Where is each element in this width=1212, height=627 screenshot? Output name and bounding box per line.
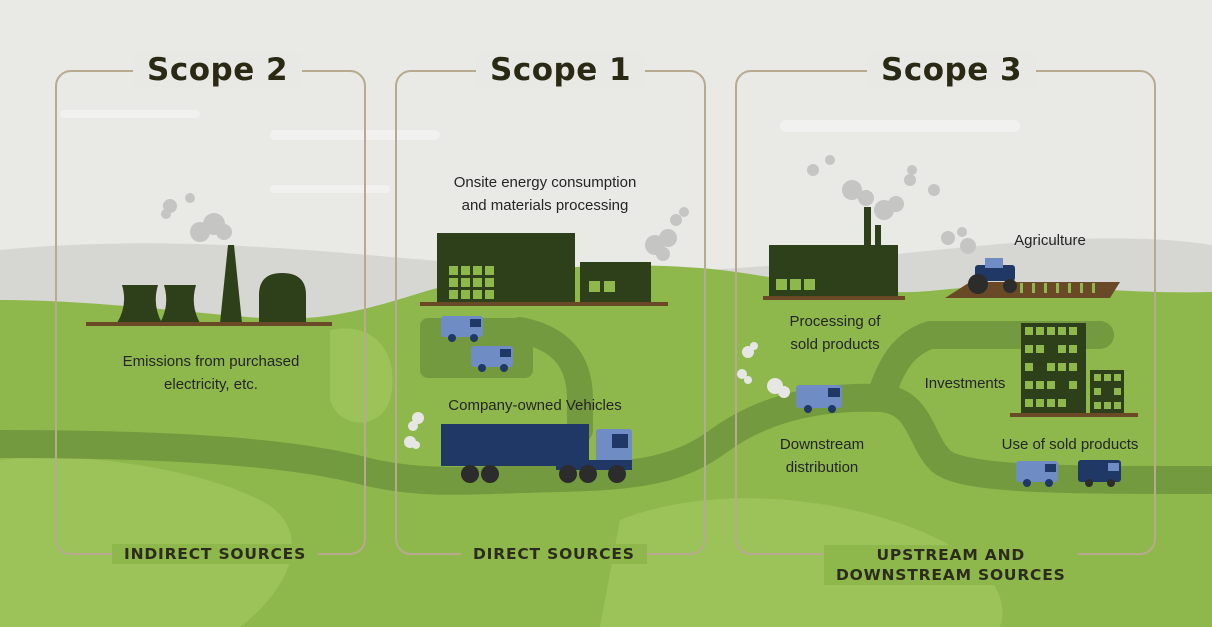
factory-windows [449, 266, 615, 299]
ground-line [420, 302, 668, 306]
smoke-icon [941, 227, 976, 254]
scope-2-title: Scope 2 [133, 52, 303, 88]
label-onsite: Onsite energy consumption and materials … [430, 171, 660, 217]
van-icon [796, 385, 842, 413]
ground-line [1010, 413, 1138, 417]
label-processing: Processing of sold products [770, 310, 900, 356]
scope-3-source-line-2: DOWNSTREAM SOURCES [836, 566, 1066, 584]
smoke-icon [645, 207, 689, 261]
scope-1-title: Scope 1 [476, 52, 646, 88]
van-icon [441, 316, 483, 342]
scope-2-source-label: INDIRECT SOURCES [112, 544, 319, 564]
label-distribution-line-2: distribution [785, 459, 859, 476]
chimney-icon [875, 225, 881, 247]
scope-1-source-label: DIRECT SOURCES [461, 544, 647, 564]
scope-3-title: Scope 3 [867, 52, 1037, 88]
label-electricity-line-2: electricity, etc. [164, 376, 258, 393]
chimney-icon [220, 245, 242, 323]
scope-1-panel [395, 70, 706, 555]
label-onsite-line-1: Onsite energy consumption [453, 174, 637, 191]
factory-icon [437, 233, 575, 304]
smoke-icon [807, 155, 940, 220]
crop-field-icon [1020, 283, 1095, 293]
label-onsite-line-2: and materials processing [461, 197, 629, 214]
label-use: Use of sold products [1001, 436, 1139, 453]
agriculture [941, 227, 1120, 298]
tractor-icon [968, 258, 1017, 294]
truck-icon [441, 424, 632, 483]
label-distribution-line-1: Downstream [779, 436, 865, 453]
label-agriculture: Agriculture [1014, 232, 1086, 249]
van-icon [471, 346, 513, 372]
label-processing-line-1: Processing of [789, 313, 881, 330]
onsite-factory [420, 207, 689, 306]
dome-icon [259, 273, 306, 323]
label-electricity-line-1: Emissions from purchased [122, 353, 300, 370]
label-processing-line-2: sold products [790, 336, 880, 353]
ground-line [86, 322, 332, 326]
roads [0, 317, 1212, 495]
chimney-icon [864, 207, 871, 247]
label-electricity: Emissions from purchased electricity, et… [106, 350, 316, 396]
office-building-icon [1090, 370, 1124, 415]
scope-3-source-line-1: UPSTREAM AND [876, 546, 1026, 564]
label-vehicles: Company-owned Vehicles [448, 397, 622, 414]
grass-patches [0, 328, 1003, 627]
scope-3-source-label: UPSTREAM AND DOWNSTREAM SOURCES [824, 545, 1078, 585]
factory-windows [776, 279, 815, 290]
van-icon [1078, 460, 1121, 487]
cooling-tower-icon [160, 285, 200, 323]
ground-line [763, 296, 905, 300]
van-icon [1016, 461, 1058, 487]
power-plant [86, 193, 332, 326]
smoke-icon [737, 342, 790, 398]
clouds [60, 110, 1020, 193]
cooling-tower-icon [117, 285, 162, 323]
office-building-icon [1021, 323, 1086, 415]
label-distribution: Downstream distribution [757, 433, 887, 479]
processing-factory [763, 155, 940, 300]
scope-2-panel [55, 70, 366, 555]
label-investments: Investments [924, 375, 1006, 392]
smoke-icon [161, 193, 232, 242]
smoke-icon [404, 412, 424, 449]
